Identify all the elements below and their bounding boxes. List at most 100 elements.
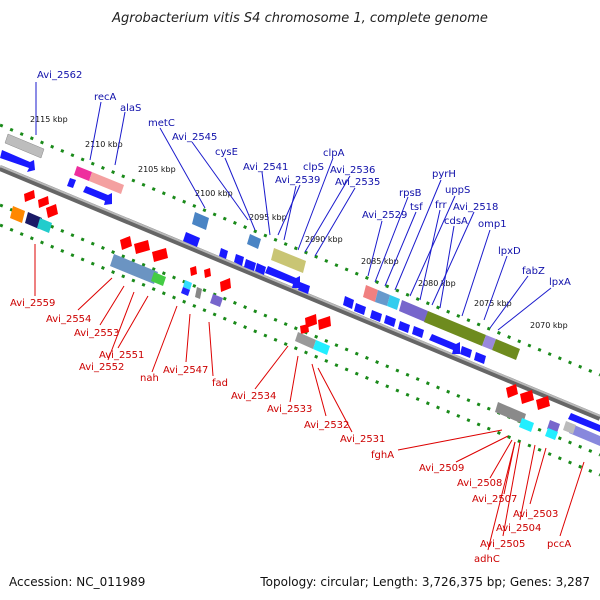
label-cyse[interactable]: cysE [215,147,238,158]
gene-block-lavender [482,335,496,350]
label-avi-2531[interactable]: Avi_2531 [340,434,385,445]
label-avi-2507[interactable]: Avi_2507 [472,494,517,505]
gene-arrow-forward [412,326,424,338]
label-cdsa[interactable]: cdsA [444,216,468,227]
kbp-2085: 2085 kbp [361,257,399,266]
gene-block-cyan [387,295,400,310]
gene-block-purple [210,294,223,307]
label-avi-2552[interactable]: Avi_2552 [79,362,124,373]
gene-arrow-forward [398,321,410,333]
kbp-2110: 2110 kbp [85,140,123,149]
label-avi-2504[interactable]: Avi_2504 [496,523,541,534]
reverse-features [10,190,560,440]
gene-arrow-forward [384,315,396,327]
gene-block-olive-green [492,339,520,360]
accession-text: Accession: NC_011989 [9,575,145,589]
label-lpxa[interactable]: lpxA [549,277,571,288]
label-avi-2532[interactable]: Avi_2532 [304,420,349,431]
top-labels: Avi_2562 recA alaS metC Avi_2545 cysE Av… [37,70,571,288]
label-ygha[interactable]: fghA [371,450,394,461]
gene-arrow-forward [354,303,366,315]
label-fad[interactable]: fad [212,378,228,389]
gene-block-lavender [569,424,600,446]
label-metc[interactable]: metC [148,118,175,129]
label-clpa[interactable]: clpA [323,148,345,159]
bottom-label-leaders [34,244,585,551]
label-avi-2536[interactable]: Avi_2536 [330,165,375,176]
gene-arrow-reverse [38,196,49,208]
label-pcca[interactable]: pccA [547,539,571,550]
label-frr[interactable]: frr [435,200,447,211]
label-avi-2518[interactable]: Avi_2518 [453,202,498,213]
gene-arrow-forward [370,310,382,322]
label-avi-2505[interactable]: Avi_2505 [480,539,525,550]
gene-arrow-forward [460,346,472,358]
gene-arrow-reverse [300,324,309,334]
label-tsf[interactable]: tsf [410,202,423,213]
label-avi-2545[interactable]: Avi_2545 [172,132,217,143]
gene-arrow-reverse [506,384,518,398]
label-avi-2534[interactable]: Avi_2534 [231,391,276,402]
gene-arrow-forward [83,186,112,205]
label-avi-2562[interactable]: Avi_2562 [37,70,82,81]
gene-block-gray [295,332,316,349]
label-avi-2539[interactable]: Avi_2539 [275,175,320,186]
label-avi-2551[interactable]: Avi_2551 [99,350,144,361]
label-upps[interactable]: uppS [445,185,470,196]
gene-arrow-forward [429,334,460,354]
chromosome-backbone [0,165,600,421]
gene-arrow-forward [234,254,244,266]
label-avi-2529[interactable]: Avi_2529 [362,210,407,221]
gene-block-steelblue [110,254,158,284]
label-avi-2533[interactable]: Avi_2533 [267,404,312,415]
gene-block-gray [495,402,526,424]
label-avi-2509[interactable]: Avi_2509 [419,463,464,474]
label-avi-2553[interactable]: Avi_2553 [74,328,119,339]
label-alas[interactable]: alaS [120,103,141,114]
genome-summary-text: Topology: circular; Length: 3,726,375 bp… [259,575,590,589]
gene-arrow-forward [183,232,200,247]
gene-arrow-forward [568,413,600,432]
label-pyrh[interactable]: pyrH [432,169,456,180]
kbp-2090: 2090 kbp [305,235,343,244]
gene-arrow-forward [244,259,256,271]
gene-block-navy [25,212,42,229]
gene-arrow-reverse [46,204,58,218]
gene-arrow-forward [265,266,300,288]
gene-block-steelblue [247,234,261,249]
label-rpsb[interactable]: rpsB [399,188,422,199]
gene-arrow-forward [474,352,486,364]
label-reca[interactable]: recA [94,92,117,103]
gene-block-blue [181,287,190,296]
gene-arrow-reverse [220,278,231,292]
label-omp1[interactable]: omp1 [478,219,507,230]
gene-block-olive-green [424,311,486,346]
kbp-2100: 2100 kbp [195,189,233,198]
gene-block-cyan [37,218,52,233]
label-avi-2508[interactable]: Avi_2508 [457,478,502,489]
label-avi-2535[interactable]: Avi_2535 [335,177,380,188]
label-lpxd[interactable]: lpxD [498,246,521,257]
gene-block-purple [399,300,428,322]
label-clps[interactable]: clpS [303,162,324,173]
label-fabz[interactable]: fabZ [522,266,545,277]
label-adhc[interactable]: adhC [474,554,500,565]
gene-arrow-reverse [120,236,132,250]
label-avi-2559[interactable]: Avi_2559 [10,298,55,309]
label-avi-2503[interactable]: Avi_2503 [513,509,558,520]
kbp-2080: 2080 kbp [418,279,456,288]
gene-arrow-forward [255,263,266,275]
bottom-labels: Avi_2559 Avi_2554 Avi_2553 Avi_2551 Avi_… [10,298,571,565]
gene-arrow-reverse [190,266,197,276]
kbp-2075: 2075 kbp [474,299,512,308]
outer-dotted-track [0,123,600,377]
label-avi-2547[interactable]: Avi_2547 [163,365,208,376]
gene-arrow-reverse [536,396,550,410]
label-nah[interactable]: nah [140,373,159,384]
gene-block-cyan [183,280,192,290]
label-avi-2554[interactable]: Avi_2554 [46,314,91,325]
gene-block-gray [195,287,202,299]
gene-block-multi [10,206,25,223]
label-avi-2541[interactable]: Avi_2541 [243,162,288,173]
